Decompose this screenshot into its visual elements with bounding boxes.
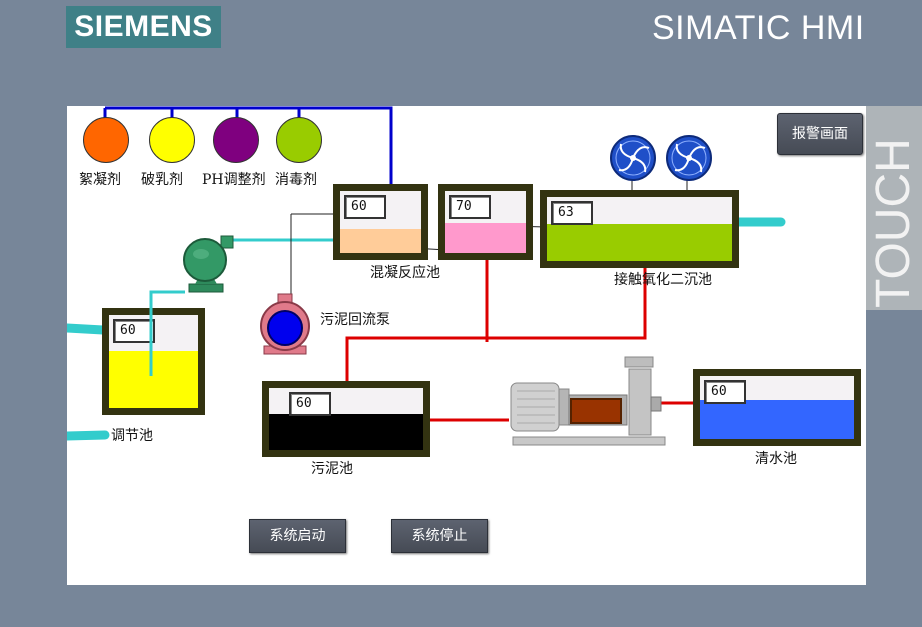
sludge-return-pump-icon[interactable] [256,292,314,358]
regulating-tank[interactable]: 60 [102,308,205,415]
feed-pipe [67,217,786,441]
regulating-label: 调节池 [111,428,153,444]
coagulation-tank-a[interactable]: 60 [333,184,428,260]
aeration-fan-icon[interactable] [609,134,657,182]
sludge-value: 60 [289,392,331,416]
ph-adjuster-tank[interactable] [213,117,259,163]
flocculant-tank[interactable] [83,117,129,163]
siemens-logo: SIEMENS [66,6,221,48]
alarm-screen-button[interactable]: 报警画面 [777,113,863,155]
coagulation-b-value: 70 [449,195,491,219]
demulsifier-tank[interactable] [149,117,195,163]
contact-oxidation-tank[interactable]: 63 [540,190,739,268]
clear-water-tank[interactable]: 60 [693,369,861,446]
coagulation-tank-b[interactable]: 70 [438,184,533,260]
system-start-button[interactable]: 系统启动 [249,519,346,553]
coagulation-a-liquid [340,229,421,253]
sludge-pipe [345,246,697,422]
green-pump-icon[interactable] [179,234,235,296]
product-title: SIMATIC HMI [652,9,865,47]
regulating-liquid [109,351,198,408]
feed-riser [149,292,153,376]
contact-oxidation-label: 接触氧化二沉池 [614,272,712,288]
motor-pump-unit-icon[interactable] [509,351,667,447]
clear-water-label: 清水池 [755,451,797,467]
sludge-tank-label: 污泥池 [311,461,353,477]
hmi-screen: 絮凝剂 破乳剂 PH调整剂 消毒剂 报警画面 60 70 混凝反应池 63 接触… [67,106,866,585]
coagulation-b-liquid [445,223,526,253]
sludge-liquid [269,414,423,450]
system-stop-button[interactable]: 系统停止 [391,519,488,553]
contact-oxidation-liquid [547,223,732,261]
coagulation-a-value: 60 [344,195,386,219]
dosing-pipe [103,106,393,196]
contact-oxidation-value: 63 [551,201,593,225]
touch-side-strip: TOUCH [866,106,922,310]
clear-water-value: 60 [704,380,746,404]
flocculant-label: 絮凝剂 [79,172,121,188]
coagulation-tank-label: 混凝反应池 [370,265,440,281]
disinfectant-label: 消毒剂 [275,172,317,188]
sludge-pump-label: 污泥回流泵 [320,312,390,328]
aeration-fan-icon[interactable] [665,134,713,182]
ph-adjuster-label: PH调整剂 [202,172,266,188]
disinfectant-tank[interactable] [276,117,322,163]
regulating-value: 60 [113,319,155,343]
demulsifier-label: 破乳剂 [141,172,183,188]
sludge-tank[interactable]: 60 [262,381,430,457]
clear-water-liquid [700,399,854,439]
touch-label: TOUCH [867,138,920,308]
